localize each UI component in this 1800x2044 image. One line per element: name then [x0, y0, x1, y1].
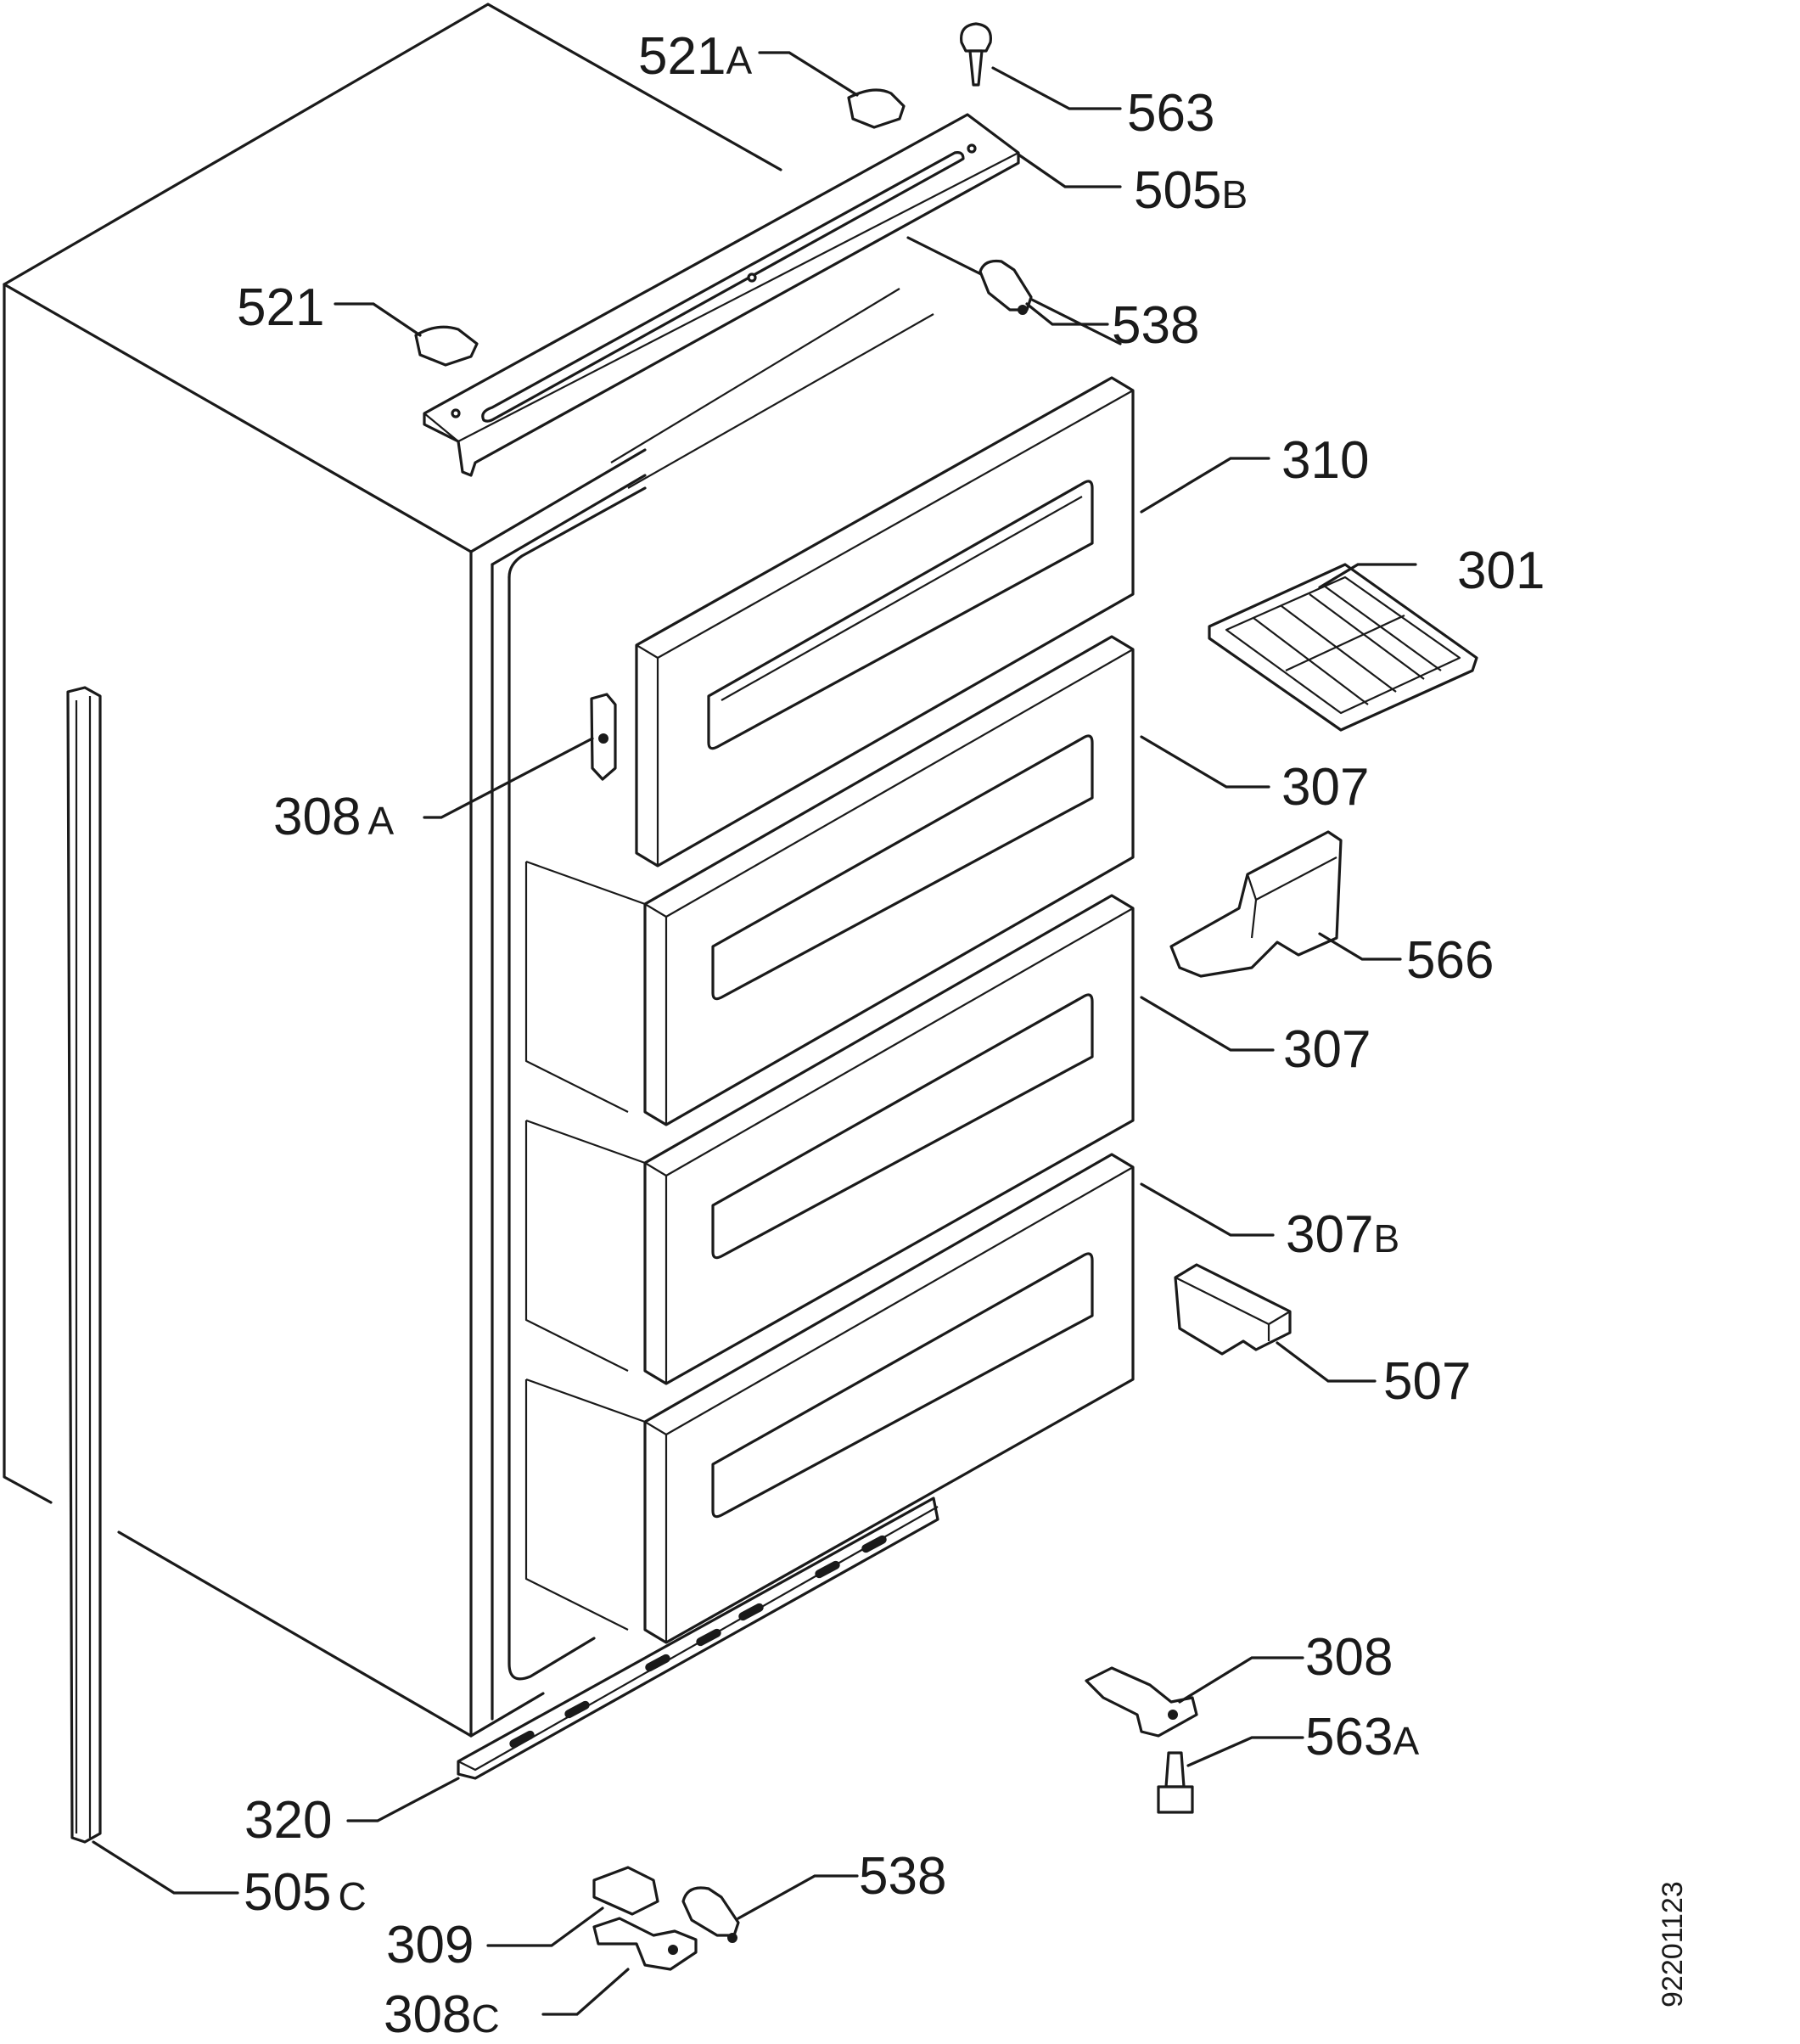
callout-320: 320	[244, 1791, 333, 1850]
callout-538-bottom: 538	[859, 1847, 947, 1906]
drawer-307-a	[524, 635, 1135, 1126]
callout-307-a: 307	[1281, 758, 1370, 817]
leader-lines	[92, 51, 1417, 2016]
callout-521A: 521A	[638, 27, 753, 86]
part-308C	[592, 1917, 698, 1971]
drawer-307-b	[524, 894, 1135, 1385]
callout-307-b: 307	[1283, 1020, 1371, 1079]
callout-301: 301	[1457, 542, 1545, 600]
callout-563A: 563A	[1305, 1708, 1420, 1766]
ice-cube-tray	[1208, 563, 1478, 732]
document-number: 92201123	[1657, 1881, 1689, 2008]
part-507	[1174, 1263, 1292, 1356]
top-hinge-bar	[423, 113, 1020, 477]
part-308	[1085, 1666, 1198, 1738]
callout-507: 507	[1383, 1352, 1472, 1411]
part-538-top	[979, 259, 1033, 315]
bottom-rail	[457, 1496, 939, 1780]
ice-scraper	[1169, 830, 1343, 978]
callout-521: 521	[237, 278, 325, 337]
part-538-bottom	[681, 1886, 740, 1943]
part-309	[592, 1866, 659, 1916]
freezer-cabinet	[3, 3, 1122, 1738]
part-521	[414, 325, 479, 367]
callout-538-top: 538	[1112, 296, 1200, 355]
callout-307B: 307B	[1286, 1205, 1400, 1264]
drawer-307B	[524, 1153, 1135, 1644]
drawer-310	[635, 376, 1135, 868]
part-563A	[1157, 1751, 1194, 1814]
part-563	[960, 22, 992, 87]
callout-309: 309	[386, 1916, 474, 1974]
door-gasket-strip	[66, 686, 102, 1844]
part-521A	[847, 88, 906, 129]
callout-308C: 308C	[384, 1985, 500, 2044]
callout-308: 308	[1305, 1628, 1393, 1687]
callout-505B: 505B	[1134, 161, 1248, 220]
part-308A	[590, 693, 617, 781]
callout-310: 310	[1281, 431, 1370, 490]
callout-563: 563	[1127, 84, 1215, 143]
callout-566: 566	[1406, 931, 1494, 990]
